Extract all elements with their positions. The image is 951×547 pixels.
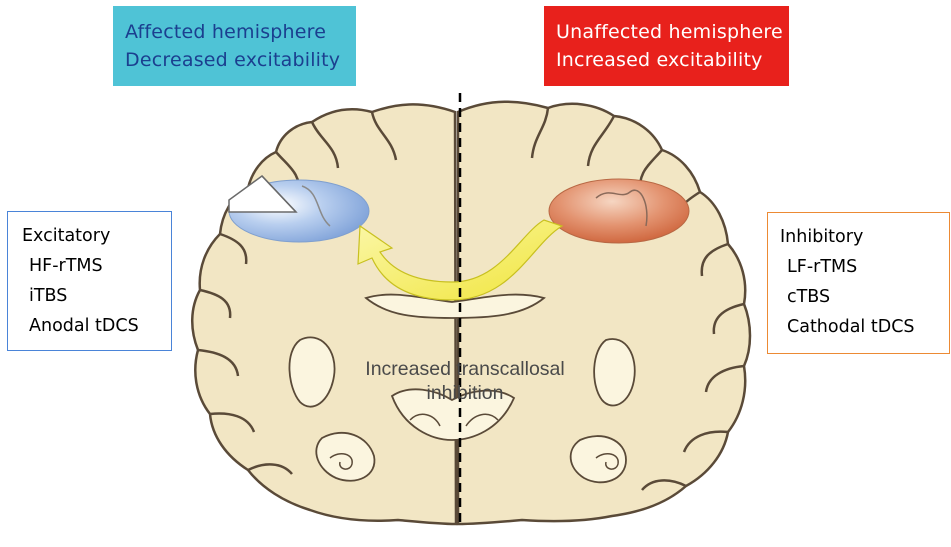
excitatory-item: HF-rTMS: [22, 251, 171, 281]
transcallosal-line2: inhibition: [320, 381, 610, 405]
unaffected-hemisphere-header: Unaffected hemisphere Increased excitabi…: [544, 6, 789, 86]
excitatory-title: Excitatory: [22, 221, 171, 251]
inhibitory-item: LF-rTMS: [780, 252, 949, 282]
transcallosal-line1: Increased transcallosal: [320, 357, 610, 381]
excitatory-box: Excitatory HF-rTMS iTBS Anodal tDCS: [7, 211, 172, 351]
excitatory-item: iTBS: [22, 281, 171, 311]
inhibitory-box: Inhibitory LF-rTMS cTBS Cathodal tDCS: [767, 212, 950, 354]
inhibitory-title: Inhibitory: [780, 222, 949, 252]
inhibitory-item: Cathodal tDCS: [780, 312, 949, 342]
excitatory-item: Anodal tDCS: [22, 311, 171, 341]
unaffected-hemisphere-label: Unaffected hemisphere: [556, 18, 789, 46]
affected-hemisphere-header: Affected hemisphere Decreased excitabili…: [113, 6, 356, 86]
right-unaffected-region: [549, 179, 689, 243]
transcallosal-inhibition-label: Increased transcallosal inhibition: [320, 357, 610, 405]
decreased-excitability-label: Decreased excitability: [125, 46, 356, 74]
affected-hemisphere-label: Affected hemisphere: [125, 18, 356, 46]
increased-excitability-label: Increased excitability: [556, 46, 789, 74]
inhibitory-item: cTBS: [780, 282, 949, 312]
